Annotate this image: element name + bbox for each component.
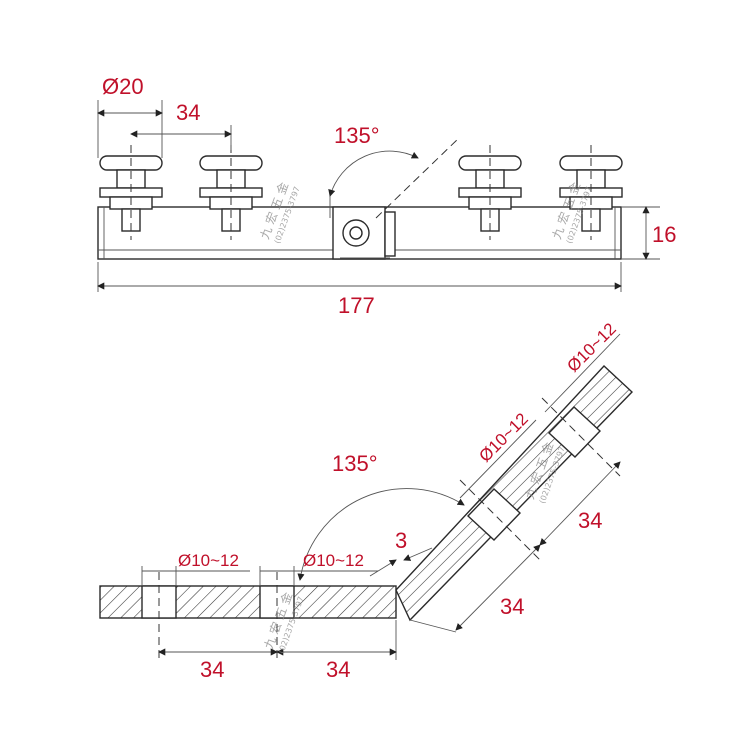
dim-diameter-top: Ø20 xyxy=(97,74,163,158)
dim-angle-top: 135° xyxy=(328,123,419,197)
clamp-screw-2 xyxy=(199,145,263,240)
dim-spacing-flat-1: 34 xyxy=(158,648,278,682)
top-view: Ø20 34 135° 16 177 九 宏 五 金 xyxy=(97,74,676,318)
dim-spacing-angled-1: 34 xyxy=(409,544,541,633)
dim-spacing-flat-2: 34 xyxy=(276,620,397,682)
hinge-knuckle xyxy=(332,206,396,260)
clamp-screw-4 xyxy=(559,145,623,240)
dim-label-spacing-3: 34 xyxy=(500,594,524,619)
dim-label-spacing-2: 34 xyxy=(326,657,350,682)
dim-spacing-top: 34 xyxy=(130,100,232,150)
dim-hole-2: Ø10~12 xyxy=(260,551,378,572)
dim-label-angle-top: 135° xyxy=(334,123,380,148)
dim-label-angle-section: 135° xyxy=(332,451,378,476)
dim-angle-section: 135° xyxy=(297,451,465,581)
dim-offset: 3 xyxy=(369,528,433,577)
watermark-top-right: 九 宏 五 金 (02)2375-3797 xyxy=(549,180,594,245)
angled-plate xyxy=(395,365,634,622)
dim-label-spacing-4: 34 xyxy=(578,508,602,533)
dim-length: 177 xyxy=(97,262,622,318)
dim-hole-1: Ø10~12 xyxy=(142,551,250,572)
section-view: 135° 3 Ø10~12 Ø10~12 Ø10~12 Ø10~12 xyxy=(99,319,634,682)
dim-label-length: 177 xyxy=(338,293,375,318)
dim-label-hole-4: Ø10~12 xyxy=(563,319,620,376)
dim-label-offset: 3 xyxy=(395,528,407,553)
dim-spacing-angled-2: 34 xyxy=(539,461,621,546)
dim-label-hole-2: Ø10~12 xyxy=(303,551,364,570)
dim-height: 16 xyxy=(621,206,676,260)
clamp-screw-1 xyxy=(99,145,163,240)
dim-label-spacing-1: 34 xyxy=(200,657,224,682)
dim-label-hole-1: Ø10~12 xyxy=(178,551,239,570)
dim-label-height: 16 xyxy=(652,222,676,247)
dim-label-spacing: 34 xyxy=(176,100,200,125)
flat-plate xyxy=(99,566,397,660)
dim-label-diameter: Ø20 xyxy=(102,74,144,99)
clamp-screw-3 xyxy=(458,145,522,240)
